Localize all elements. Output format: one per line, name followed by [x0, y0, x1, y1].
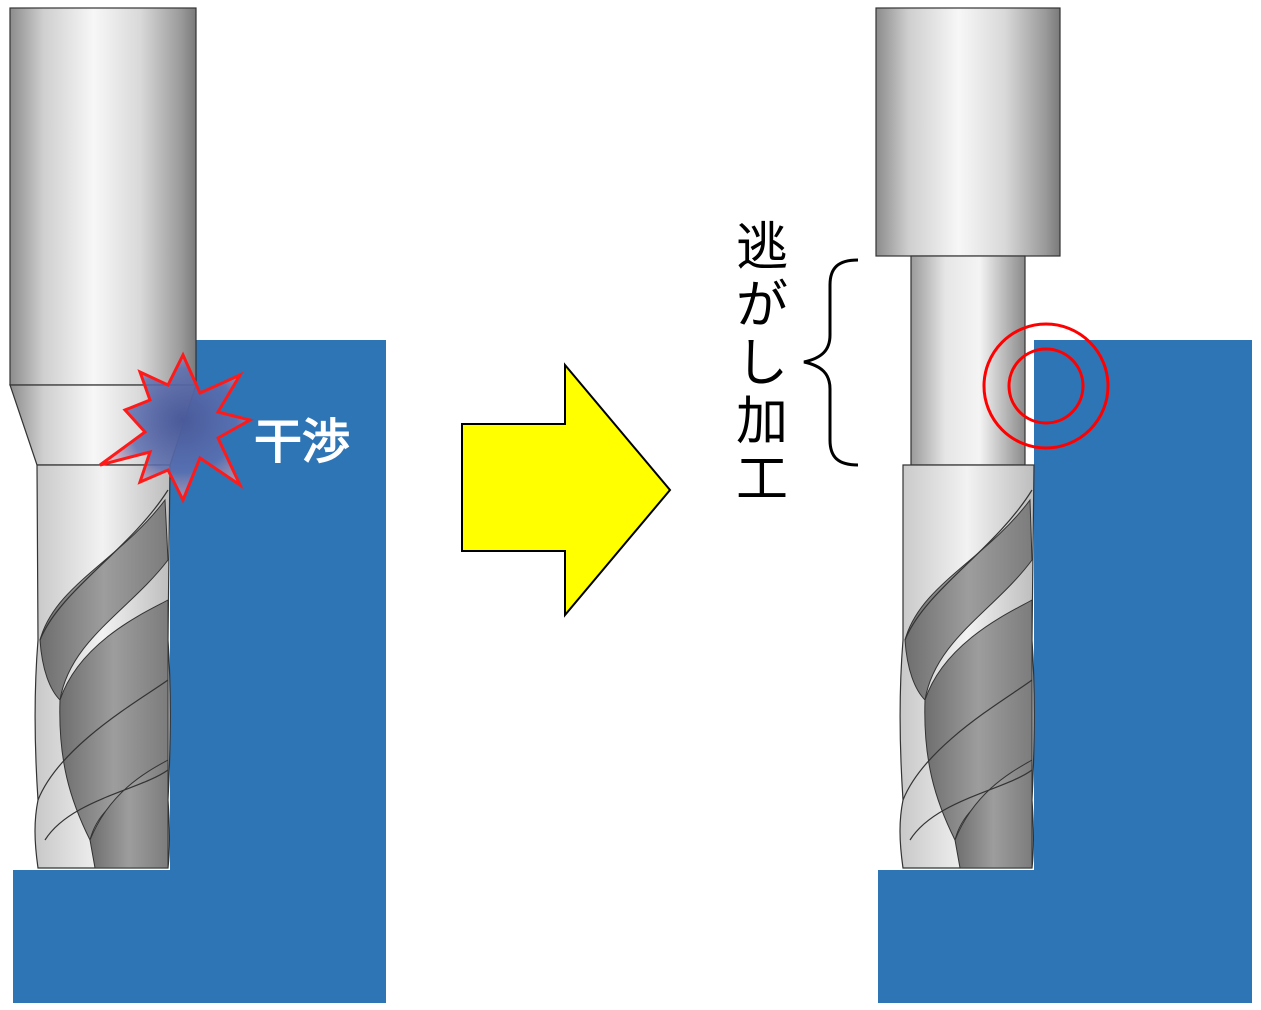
left-scene-interference: 干渉: [9, 7, 386, 1003]
double-circle-mark-icon: [982, 322, 1110, 450]
right-workpiece-wall: [1034, 340, 1252, 870]
relief-char-4: 加: [736, 392, 788, 452]
right-flute-pocket-3: [954, 759, 1033, 869]
outer-circle: [982, 322, 1110, 450]
right-arrow-icon: [461, 362, 672, 618]
left-helix-edge-1: [39, 489, 169, 641]
left-workpiece: [13, 340, 386, 1003]
relief-char-5: 工: [736, 450, 788, 510]
right-workpiece: [878, 340, 1252, 1003]
right-helix-edge-1: [904, 489, 1033, 641]
left-helix-edge-3: [44, 769, 169, 841]
left-workpiece-base: [13, 870, 386, 1003]
interference-label: 干渉: [254, 414, 350, 470]
right-helix-edge-3: [909, 769, 1033, 841]
left-flute-pocket-3: [89, 759, 169, 869]
right-flute-pocket-1: [904, 498, 1033, 702]
collision-burst-icon: [99, 351, 255, 504]
left-shank: [9, 7, 197, 386]
right-shank: [875, 7, 1061, 257]
curly-brace-icon: [803, 258, 859, 467]
left-helix-edge-2: [37, 679, 169, 801]
inner-circle: [1007, 347, 1085, 425]
relief-char-3: し: [736, 334, 788, 394]
relief-machining-label: 逃 が し 加 工: [736, 218, 788, 510]
relief-char-1: 逃: [736, 218, 788, 278]
left-flute-pocket-1: [39, 498, 169, 702]
right-workpiece-base: [878, 870, 1252, 1003]
right-scene-relief-machining: 逃 が し 加 工: [736, 7, 1252, 1003]
relief-char-2: が: [736, 276, 788, 336]
right-helix-edge-2: [902, 679, 1033, 801]
right-end-mill: [875, 7, 1061, 869]
